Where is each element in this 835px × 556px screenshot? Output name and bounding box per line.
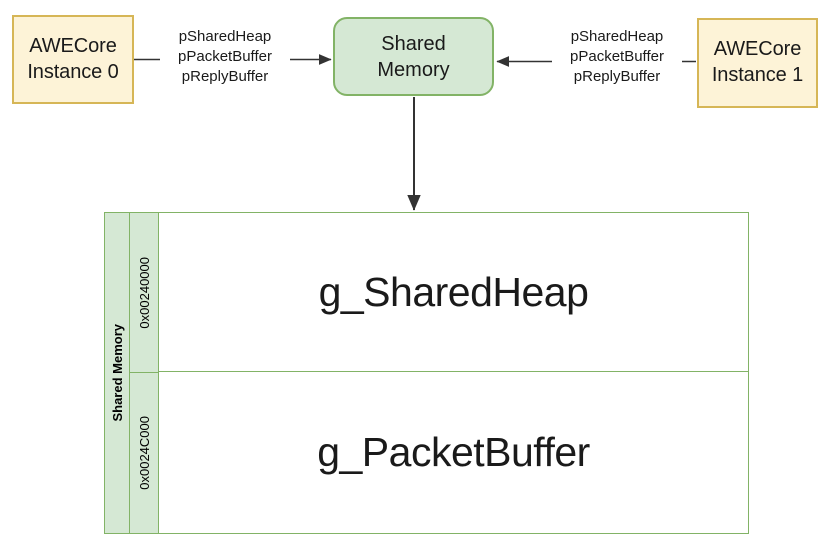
shared-memory-node-line1: Shared: [381, 32, 446, 55]
awecore-instance-0-line1: AWECore: [29, 34, 117, 57]
awecore-instance-0-line2: Instance 0: [27, 60, 119, 83]
memory-map-address-cell: 0x00240000: [130, 213, 158, 373]
edge-label-instance1-line3: pReplyBuffer: [573, 67, 661, 85]
awecore-instance-0-box[interactable]: AWECore Instance 0: [12, 15, 134, 104]
shared-memory-node-line2: Memory: [377, 58, 450, 81]
edge-label-instance0: pSharedHeap pPacketBuffer pReplyBuffer: [160, 27, 290, 86]
edge-label-instance0-line3: pReplyBuffer: [181, 67, 269, 85]
memory-map-region-row: g_PacketBuffer: [159, 372, 748, 533]
edge-label-instance1-line2: pPacketBuffer: [552, 46, 682, 67]
memory-map-region-row: g_SharedHeap: [159, 213, 748, 372]
memory-map-group-column: Shared Memory: [104, 212, 130, 534]
edge-label-instance1: pSharedHeap pPacketBuffer pReplyBuffer: [552, 27, 682, 86]
memory-map-address-column: 0x00240000 0x0024C000: [130, 212, 159, 534]
shared-memory-node[interactable]: Shared Memory: [333, 17, 494, 96]
awecore-instance-1-box[interactable]: AWECore Instance 1: [697, 18, 818, 108]
edge-label-instance1-line1: pSharedHeap: [570, 28, 664, 45]
memory-map-region-0: g_SharedHeap: [318, 268, 589, 315]
awecore-instance-1-line2: Instance 1: [711, 64, 804, 86]
memory-map-address-0: 0x00240000: [136, 256, 152, 329]
edge-label-instance0-line2: pPacketBuffer: [160, 46, 290, 67]
memory-map-region-1: g_PacketBuffer: [317, 429, 590, 475]
memory-map-region-column: g_SharedHeap g_PacketBuffer: [159, 212, 749, 534]
edge-label-instance0-line1: pSharedHeap: [178, 28, 272, 45]
memory-map-address-cell: 0x0024C000: [130, 373, 158, 533]
memory-map-group-label: Shared Memory: [109, 324, 125, 422]
awecore-instance-1-line1: AWECore: [713, 38, 802, 61]
memory-map-address-1: 0x0024C000: [136, 416, 152, 490]
memory-map-table: Shared Memory 0x00240000 0x0024C000 g_Sh…: [104, 212, 749, 534]
